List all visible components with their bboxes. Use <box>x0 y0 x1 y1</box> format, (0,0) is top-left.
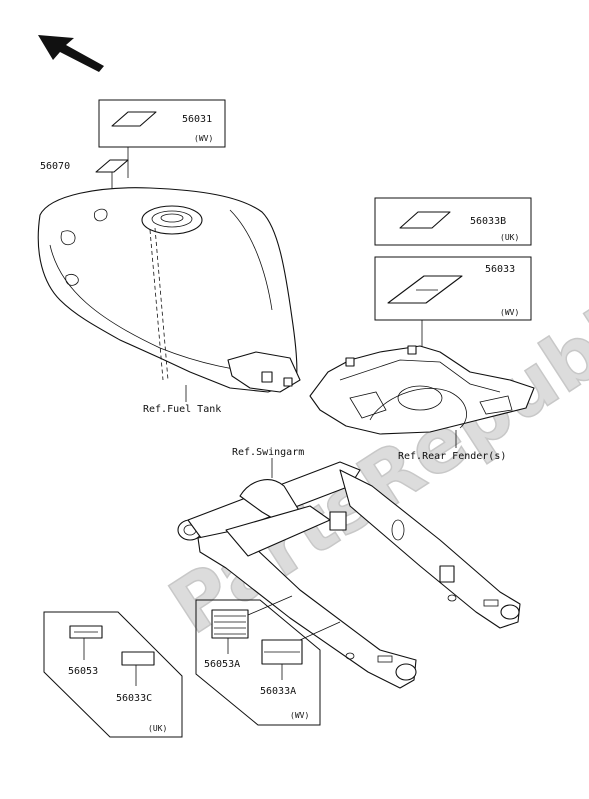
label-56033-callout: 56033 (WV) <box>374 256 532 350</box>
region-code-uk-group: (UK) <box>148 724 167 733</box>
label-56031-callout: 56031 (WV) <box>98 99 226 178</box>
decal-56031-shape <box>111 111 157 127</box>
decal-56070-shape <box>95 159 129 173</box>
swingarm-illustration: Ref.Swingarm <box>177 447 521 689</box>
label-56033B-callout: 56033B (UK) <box>374 197 532 246</box>
rear-fender-illustration: Ref.Rear Fender(s) <box>309 345 535 462</box>
part-number-56033: 56033 <box>485 264 515 275</box>
region-code-56033B: (UK) <box>500 233 519 242</box>
part-number-56033A: 56033A <box>260 686 296 697</box>
region-code-56033: (WV) <box>500 308 519 317</box>
region-code-56031: (WV) <box>194 134 213 143</box>
part-number-56033B: 56033B <box>470 216 506 227</box>
ref-swingarm-label: Ref.Swingarm <box>232 447 304 458</box>
part-number-56031: 56031 <box>182 114 212 125</box>
ref-rear-fender-label: Ref.Rear Fender(s) <box>398 451 506 462</box>
decal-56033C-shape <box>121 651 155 666</box>
decal-56053A-shape <box>211 609 249 639</box>
label-56070-callout: 56070 <box>40 159 129 195</box>
ref-fuel-tank-label: Ref.Fuel Tank <box>143 404 221 415</box>
part-number-56053: 56053 <box>68 666 98 677</box>
part-number-56070: 56070 <box>40 161 70 172</box>
decal-56033-shape <box>387 275 463 304</box>
region-code-wv-group: (WV) <box>290 711 309 720</box>
front-direction-arrow-icon <box>38 35 104 72</box>
part-number-56033C: 56033C <box>116 693 152 704</box>
part-number-56053A: 56053A <box>204 659 240 670</box>
decal-56033B-shape <box>399 211 451 229</box>
uk-label-group: 56053 56033C (UK) <box>43 611 183 738</box>
fuel-tank-illustration: Ref.Fuel Tank <box>37 187 301 415</box>
wv-label-group: 56053A 56033A (WV) <box>195 595 341 726</box>
